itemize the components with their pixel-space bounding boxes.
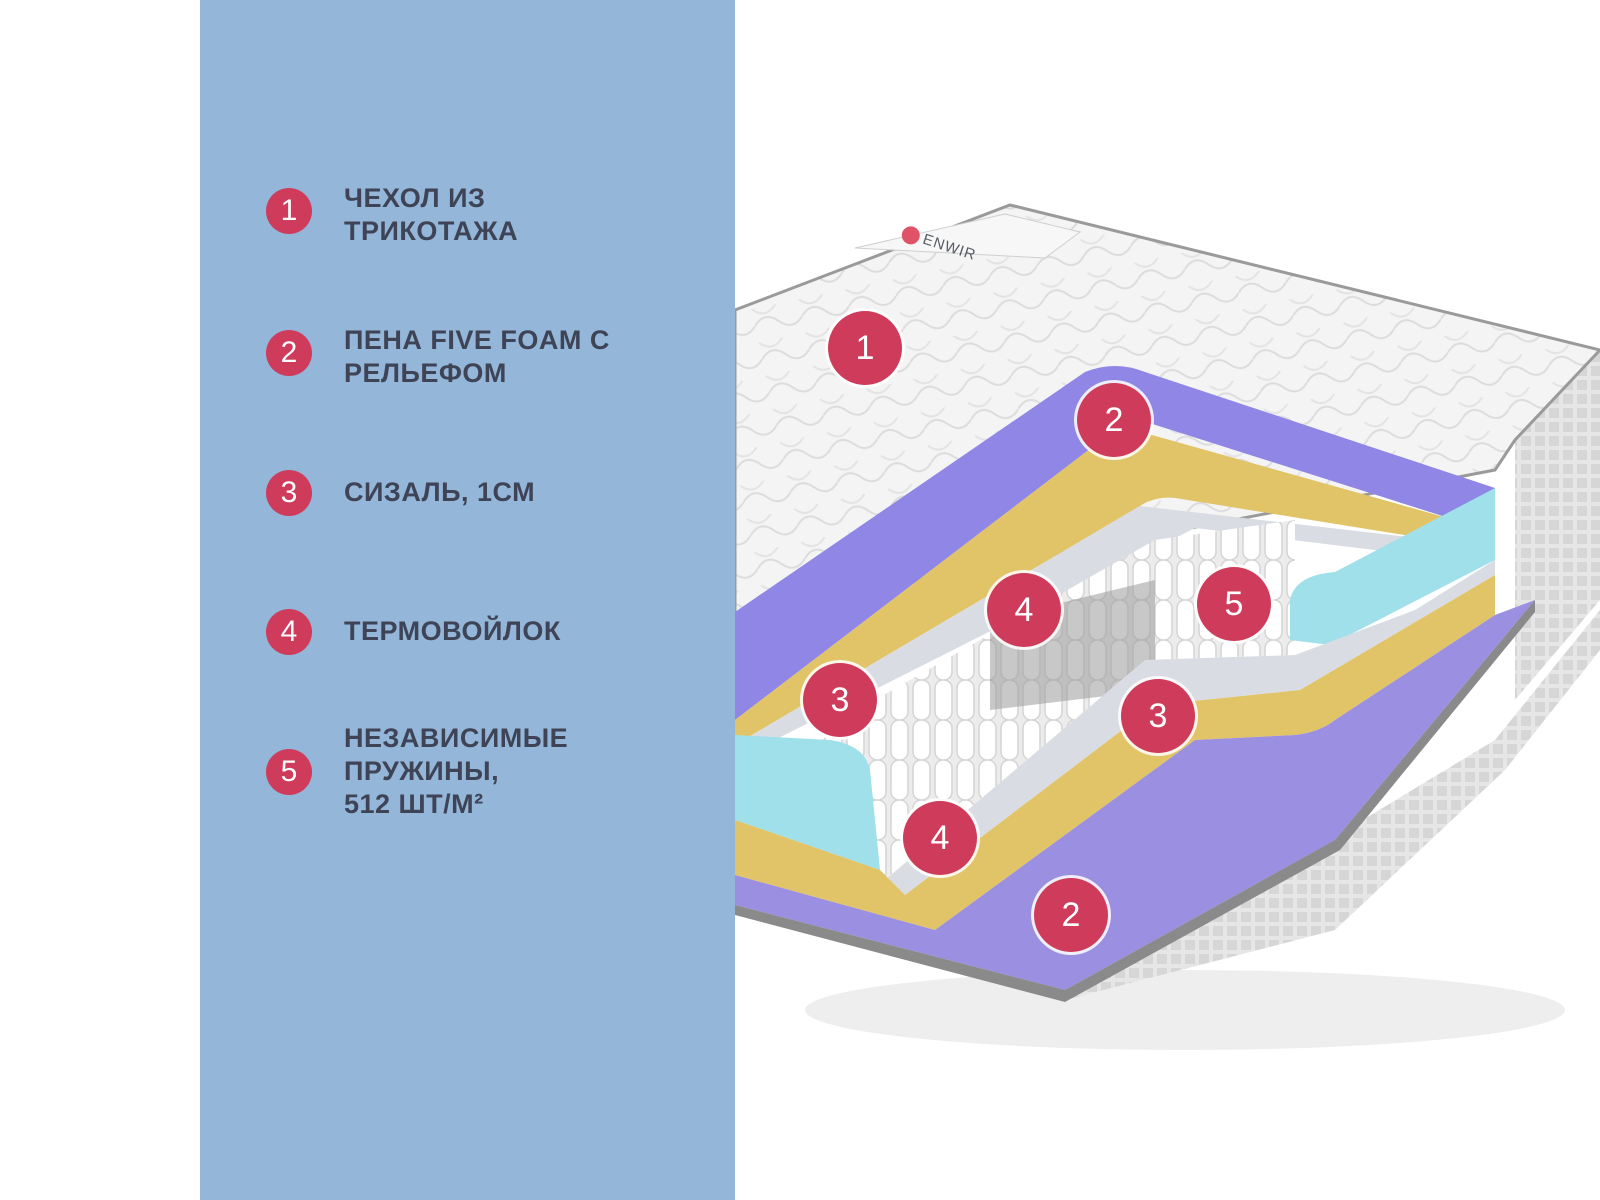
felt-layer-lower <box>880 560 1495 895</box>
marker-3: 3 <box>1121 679 1195 753</box>
legend-item-foam: 2 ПЕНА FIVE FOAM С РЕЛЬЕФОМ <box>266 325 644 390</box>
legend-label: СИЗАЛЬ, 1СМ <box>344 477 536 507</box>
marker-3: 3 <box>803 663 877 737</box>
floor-shadow <box>805 970 1565 1050</box>
edge-foam-left <box>735 735 880 870</box>
legend-panel: 1 ЧЕХОЛ ИЗ ТРИКОТАЖА 2 ПЕНА FIVE FOAM С … <box>200 0 735 1200</box>
brand-label-plate <box>854 213 1082 259</box>
marker-1: 1 <box>828 311 902 385</box>
edge-foam-right <box>1290 488 1495 645</box>
legend-number-badge: 1 <box>266 188 312 234</box>
mattress-drawing <box>735 203 1600 1050</box>
marker-4: 4 <box>903 801 977 875</box>
marker-5: 5 <box>1197 567 1271 641</box>
marker-2: 2 <box>1034 878 1108 952</box>
sisal-layer-upper <box>735 426 1455 745</box>
legend-number-badge: 5 <box>266 749 312 795</box>
legend-item-sisal: 3 СИЗАЛЬ, 1СМ <box>266 470 644 516</box>
mattress-bottom-edge <box>735 600 1535 1002</box>
legend-label: ПЕНА FIVE FOAM С РЕЛЬЕФОМ <box>344 325 610 388</box>
foam-layer-upper <box>735 366 1495 720</box>
legend-label: ТЕРМОВОЙЛОК <box>344 616 561 646</box>
legend-number-badge: 3 <box>266 470 312 516</box>
felt-layer-upper <box>735 506 1435 760</box>
legend-item-cover: 1 ЧЕХОЛ ИЗ ТРИКОТАЖА <box>266 183 644 248</box>
marker-2: 2 <box>1077 383 1151 457</box>
legend-number-badge: 4 <box>266 609 312 655</box>
mattress-side <box>1065 345 1600 1000</box>
legend-item-springs: 5 НЕЗАВИСИМЫЕ ПРУЖИНЫ, 512 ШТ/М² <box>266 723 644 821</box>
mattress-side-right <box>1515 350 1600 700</box>
mattress-illustration: ENWIR 1 2 4 5 3 3 4 2 <box>735 0 1600 1200</box>
legend-label: НЕЗАВИСИМЫЕ ПРУЖИНЫ, 512 ШТ/М² <box>344 723 569 819</box>
legend-label: ЧЕХОЛ ИЗ ТРИКОТАЖА <box>344 183 519 246</box>
marker-4: 4 <box>987 573 1061 647</box>
foam-layer-lower <box>735 600 1535 990</box>
sisal-layer-lower <box>735 575 1495 930</box>
legend-item-felt: 4 ТЕРМОВОЙЛОК <box>266 609 644 655</box>
legend-number-badge: 2 <box>266 330 312 376</box>
